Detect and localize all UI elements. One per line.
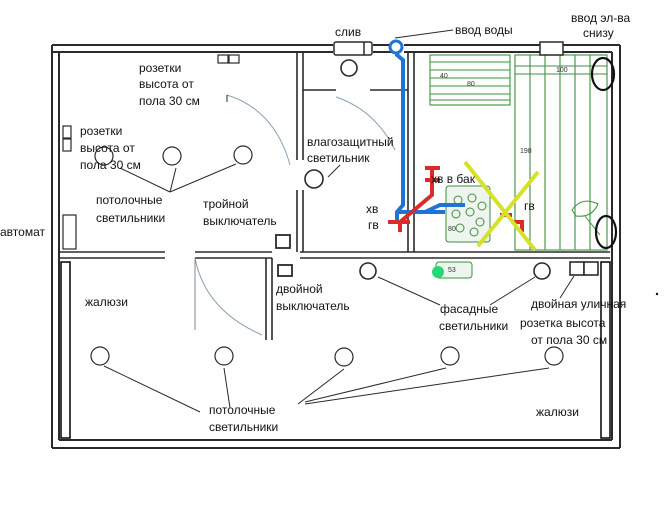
- drain-marker: [432, 266, 444, 278]
- drain-pipe-icon: [333, 41, 373, 56]
- lamp-icon: [340, 59, 358, 77]
- ceiling-lamps-lower: [90, 346, 564, 367]
- label-sockets-a-2: высота от: [139, 77, 194, 91]
- interior-walls: [59, 52, 610, 340]
- label-sockets-b-3: пола 30 см: [80, 158, 141, 172]
- label-sockets-b-1: розетки: [80, 124, 122, 138]
- stray-dot: [655, 292, 659, 296]
- triple-switch-icon: [275, 234, 291, 249]
- label-sockets-a-1: розетки: [139, 61, 181, 75]
- sauna-stove: [445, 185, 491, 243]
- label-blinds-right: жалюзи: [536, 405, 579, 419]
- label-ceiling-lamps-2-2: светильники: [209, 420, 278, 434]
- ceiling-lamp-icon: [233, 145, 253, 165]
- label-ceiling-lamps-2-1: потолочные: [209, 403, 276, 417]
- sauna-shelving: [429, 54, 608, 251]
- label-ceiling-lamps-1-2: светильники: [96, 211, 165, 225]
- dim-100: 100: [556, 67, 568, 74]
- ceiling-lamp-icon: [214, 346, 234, 366]
- label-drain: слив: [335, 25, 361, 39]
- dim-198: 198: [520, 148, 532, 155]
- moisture-lamp-icon: [304, 169, 324, 189]
- label-outdoor-socket-3: от пола 30 см: [531, 333, 607, 347]
- ceiling-lamp-icon: [90, 346, 110, 366]
- label-power-inlet-1: ввод эл-ва: [571, 11, 630, 25]
- double-switch-icon: [277, 264, 293, 277]
- label-triple-switch-2: выключатель: [203, 214, 277, 228]
- label-double-switch-1: двойной: [276, 282, 323, 296]
- dim-53: 53: [448, 267, 456, 274]
- label-cold-tank: хв в бак: [431, 172, 476, 186]
- label-double-switch-2: выключатель: [276, 299, 350, 313]
- label-power-inlet-2: снизу: [583, 26, 614, 40]
- label-hot-right: гв: [524, 199, 535, 213]
- ceiling-lamp-icon: [162, 146, 182, 166]
- label-water-inlet: ввод воды: [455, 23, 513, 37]
- label-cold-short: хв: [366, 202, 378, 216]
- label-sockets-a-3: пола 30 см: [139, 94, 200, 108]
- label-outdoor-socket-1: двойная уличная: [531, 297, 626, 311]
- label-hot-left: гв: [368, 218, 379, 232]
- ceiling-lamp-icon: [94, 146, 114, 166]
- leader-lines: [103, 163, 575, 413]
- ceiling-lamp-icon: [544, 346, 564, 366]
- outer-walls: [51, 44, 621, 449]
- label-ceiling-lamps-1-1: потолочные: [96, 193, 163, 207]
- facade-lamp-icon: [359, 262, 377, 280]
- corridor-lamps: [304, 59, 358, 189]
- label-sockets-b-2: высота от: [80, 141, 135, 155]
- facade-lamp-icon: [533, 262, 551, 280]
- dim-80b: 80: [448, 226, 456, 233]
- label-moisture-lamp-1: влагозащитный: [307, 135, 394, 149]
- label-moisture-lamp-2: светильник: [307, 151, 370, 165]
- label-blinds-left: жалюзи: [85, 295, 128, 309]
- facade-lamps: [359, 262, 551, 280]
- dim-40: 40: [440, 73, 448, 80]
- cold-water-valve-icon: [388, 39, 404, 55]
- power-inlet-gap: [539, 41, 564, 56]
- outdoor-socket-icon: [569, 261, 599, 276]
- ceiling-lamp-icon: [440, 346, 460, 366]
- label-facade-lamps-2: светильники: [439, 319, 508, 333]
- ceiling-lamps-upper: [94, 145, 253, 166]
- power-inlet-markers: [590, 56, 618, 250]
- blinds-left-icon: [60, 261, 71, 439]
- label-triple-switch-1: тройной: [203, 197, 249, 211]
- door-swings: [194, 94, 396, 336]
- dim-80a: 80: [467, 81, 475, 88]
- blinds-right-icon: [600, 261, 611, 439]
- ceiling-lamp-icon: [334, 347, 354, 367]
- broom-icon: [571, 200, 601, 236]
- label-breaker: автомат: [0, 225, 45, 239]
- socket-icon-top: [217, 54, 240, 64]
- label-facade-lamps-1: фасадные: [440, 302, 498, 316]
- cross-mark: [463, 160, 540, 252]
- socket-icon-left: [62, 125, 72, 152]
- breaker-box-icon: [62, 214, 77, 250]
- label-outdoor-socket-2: розетка высота: [520, 316, 606, 330]
